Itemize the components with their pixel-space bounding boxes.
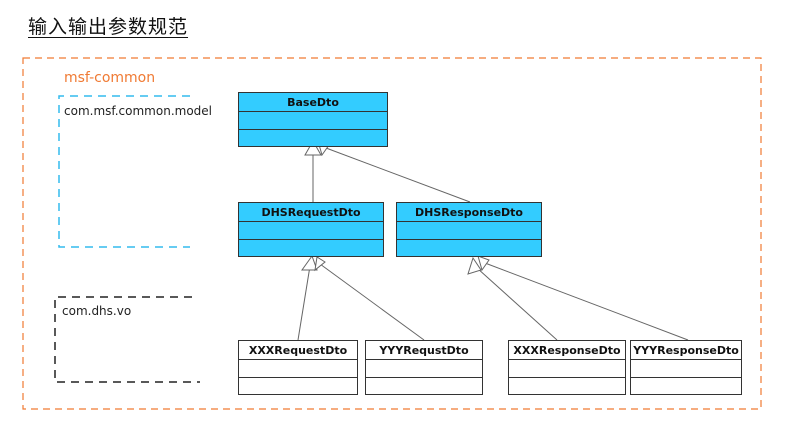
class-name: XXXResponseDto: [509, 341, 625, 360]
class-xxx-response-dto: XXXResponseDto: [508, 340, 626, 395]
class-methods: [631, 376, 741, 395]
diagram-title: 输入输出参数规范: [28, 16, 189, 38]
edge-yyyresponse-dhsresponse: [484, 262, 689, 341]
class-name: YYYRequstDto: [366, 341, 482, 360]
class-name: DHSResponseDto: [397, 203, 541, 222]
class-attributes: [631, 360, 741, 377]
arrowhead-dhsrequest-2: [314, 256, 326, 272]
class-attributes: [397, 222, 541, 239]
class-dhs-response-dto: DHSResponseDto: [396, 202, 542, 257]
arrowhead-dhsresponse-2: [477, 255, 490, 272]
class-name: BaseDto: [239, 93, 387, 112]
class-base-dto: BaseDto: [238, 92, 388, 147]
vo-package-frame: [54, 296, 200, 383]
class-methods: [509, 376, 625, 395]
arrowhead-base-1: [304, 139, 322, 156]
module-frame: [22, 57, 762, 410]
class-methods: [366, 376, 482, 395]
class-attributes: [366, 360, 482, 377]
class-name: YYYResponseDto: [631, 341, 741, 360]
class-yyy-request-dto: YYYRequstDto: [365, 340, 483, 395]
class-attributes: [509, 360, 625, 377]
class-name: XXXRequestDto: [239, 341, 357, 360]
class-methods: [239, 376, 357, 395]
class-dhs-request-dto: DHSRequestDto: [238, 202, 384, 257]
edge-dhsresponse-base: [325, 147, 471, 203]
arrowhead-dhsresponse-1: [467, 256, 482, 275]
package-label-model: com.msf.common.model: [64, 104, 212, 118]
class-attributes: [239, 112, 387, 129]
class-name: DHSRequestDto: [239, 203, 383, 222]
arrowhead-dhsrequest-1: [301, 254, 318, 271]
class-methods: [239, 238, 383, 257]
class-xxx-request-dto: XXXRequestDto: [238, 340, 358, 395]
class-attributes: [239, 360, 357, 377]
class-attributes: [239, 222, 383, 239]
class-yyy-response-dto: YYYResponseDto: [630, 340, 742, 395]
model-package-frame: [58, 95, 190, 248]
package-label-vo: com.dhs.vo: [62, 304, 132, 318]
class-methods: [397, 238, 541, 257]
module-label: msf-common: [64, 70, 156, 86]
edge-xxxrequest-dhsrequest: [297, 265, 311, 341]
edge-xxxresponse-dhsresponse: [476, 267, 558, 341]
class-methods: [239, 128, 387, 147]
edge-yyyrequest-dhsrequest: [319, 263, 425, 341]
